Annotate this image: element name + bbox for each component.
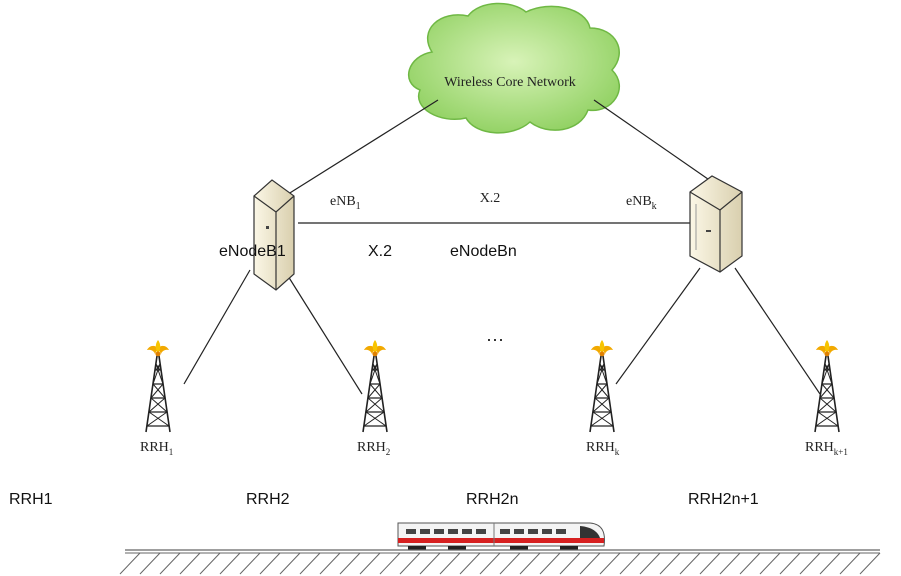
- track-hatch: [599, 552, 621, 575]
- link-enbk-rrhk: [615, 267, 701, 385]
- track-hatch: [719, 552, 741, 575]
- track-hatch: [439, 552, 461, 575]
- track-hatch: [619, 552, 641, 575]
- x2-top-label: X.2: [480, 191, 501, 206]
- track-hatch: [699, 552, 721, 575]
- link-enb1-rrh2: [287, 275, 363, 395]
- rrh2n-label: RRH2n: [466, 491, 518, 508]
- x2-bottom-label: X.2: [368, 243, 392, 260]
- track-hatch: [559, 552, 581, 575]
- link-core-enbk: [593, 99, 719, 187]
- track-hatch: [319, 552, 341, 575]
- track-hatch: [299, 552, 321, 575]
- track-hatch: [259, 552, 281, 575]
- rrh2-tower-icon: [362, 339, 388, 433]
- link-enbk-rrhk1: [734, 267, 821, 395]
- track-hatch: [659, 552, 681, 575]
- enb1-server-icon: [253, 179, 295, 291]
- track-hatch: [799, 552, 821, 575]
- core-network-label: Wireless Core Network: [444, 75, 576, 90]
- rrhk1-tower-label: RRHk+1: [805, 440, 848, 457]
- enodeb1-label: eNodeB1: [219, 243, 286, 260]
- connection-lines: [183, 99, 821, 395]
- track-hatch: [359, 552, 381, 575]
- core-network-cloud: Wireless Core Network: [408, 2, 621, 134]
- ellipsis: ···: [486, 329, 504, 349]
- track-hatch: [539, 552, 561, 575]
- rrh1-tower-icon: [145, 339, 171, 433]
- track-hatch: [459, 552, 481, 575]
- enbk-server-icon: [689, 175, 743, 273]
- track-hatch: [499, 552, 521, 575]
- track-hatch: [399, 552, 421, 575]
- track-hatch: [179, 552, 201, 575]
- track-hatch: [239, 552, 261, 575]
- track-hatch: [579, 552, 601, 575]
- track-hatch: [839, 552, 861, 575]
- track-hatch: [779, 552, 801, 575]
- link-enb1-rrh1: [183, 269, 251, 385]
- enb1-label: eNB1: [330, 194, 361, 212]
- rrh1-label: RRH1: [9, 491, 53, 508]
- track-hatch: [759, 552, 781, 575]
- train-icon: [397, 522, 605, 550]
- track-hatch: [479, 552, 501, 575]
- rrhk-tower-label: RRHk: [586, 440, 620, 457]
- track-hatch: [639, 552, 661, 575]
- rrh2-tower-label: RRH2: [357, 440, 390, 457]
- track-hatch: [419, 552, 441, 575]
- track-hatch: [819, 552, 841, 575]
- track-hatch: [139, 552, 161, 575]
- rrh2-label: RRH2: [246, 491, 290, 508]
- enodebn-label: eNodeBn: [450, 243, 517, 260]
- track-hatch: [159, 552, 181, 575]
- track-hatch: [219, 552, 241, 575]
- track-hatch: [519, 552, 541, 575]
- rrhk1-tower-icon: [814, 339, 840, 433]
- rrhk-tower-icon: [589, 339, 615, 433]
- track-hatch: [679, 552, 701, 575]
- track-hatch: [339, 552, 361, 575]
- railway-track: [119, 549, 881, 575]
- track-hatch: [739, 552, 761, 575]
- rrh2n1-label: RRH2n+1: [688, 491, 759, 508]
- track-hatch: [199, 552, 221, 575]
- enbk-label: eNBk: [626, 194, 657, 212]
- track-hatch: [859, 552, 881, 575]
- link-core-enb1: [284, 99, 439, 197]
- rrh1-tower-label: RRH1: [140, 440, 173, 457]
- track-hatch: [379, 552, 401, 575]
- track-hatch: [279, 552, 301, 575]
- track-hatch: [119, 552, 141, 575]
